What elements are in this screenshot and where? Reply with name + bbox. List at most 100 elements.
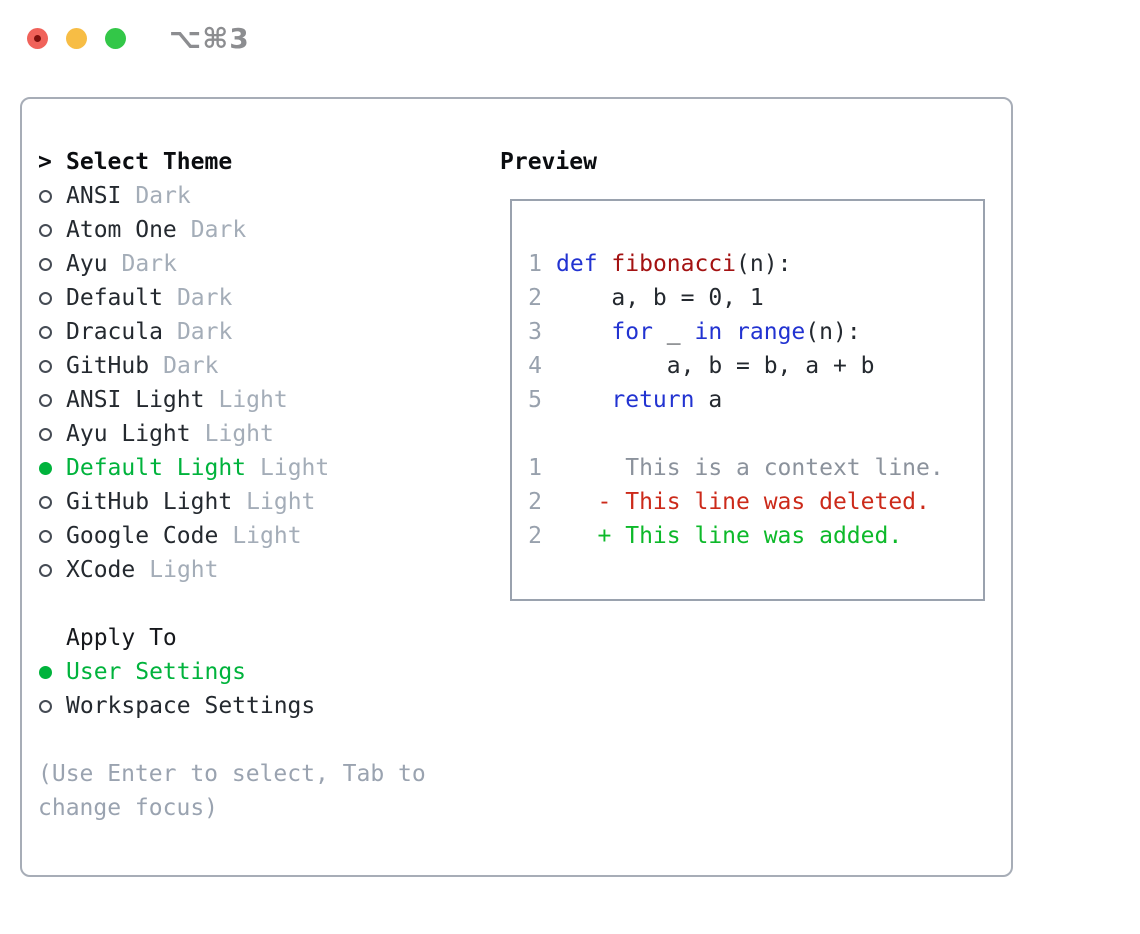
theme-name: ANSI Light <box>66 387 205 413</box>
diff-line-row: 2 + This line was added. <box>528 519 983 553</box>
radio-icon <box>39 699 52 713</box>
apply-to-label: Workspace Settings <box>66 693 316 719</box>
line-number: 5 <box>528 387 542 413</box>
code-token: a <box>694 387 723 413</box>
theme-option[interactable]: XCode Light <box>38 553 500 587</box>
code-token: in <box>694 319 723 345</box>
theme-name: ANSI <box>66 183 122 209</box>
code-line-row: 4 a, b = b, a + b <box>528 349 983 383</box>
theme-variant: Light <box>232 523 302 549</box>
theme-name: Default <box>66 285 163 311</box>
traffic-light-zoom-icon[interactable] <box>105 27 126 49</box>
theme-option[interactable]: ANSI Light Light <box>38 383 500 417</box>
radio-icon <box>39 189 52 203</box>
code-token: (n): <box>736 251 792 277</box>
apply-to-title: Apply To <box>66 625 177 651</box>
line-number: 1 <box>528 251 542 277</box>
code-token <box>556 315 611 349</box>
selected-radio-icon <box>39 461 52 475</box>
code-token: for <box>611 319 653 345</box>
code-token <box>722 315 736 349</box>
code-token <box>598 247 612 281</box>
code-token: + This line was added. <box>556 523 903 549</box>
theme-name: XCode <box>66 557 136 583</box>
section-gap <box>38 587 500 621</box>
theme-variant: Dark <box>121 251 177 277</box>
theme-variant: Light <box>204 421 274 447</box>
code-token: (n): <box>805 319 861 345</box>
theme-variant: Light <box>149 557 219 583</box>
code-line-row: 3 for _ in range(n): <box>528 315 983 349</box>
code-token <box>556 383 611 417</box>
radio-icon <box>39 359 52 373</box>
radio-icon <box>39 427 52 441</box>
cursor-prefix-icon: > <box>38 149 52 175</box>
code-token: _ <box>652 319 695 345</box>
diff-line-row: 2 - This line was deleted. <box>528 485 983 519</box>
apply-to-option[interactable]: Workspace Settings <box>38 689 500 723</box>
theme-option[interactable]: Atom One Dark <box>38 213 500 247</box>
theme-option[interactable]: GitHub Dark <box>38 349 500 383</box>
theme-name: GitHub <box>66 353 150 379</box>
theme-option[interactable]: Ayu Dark <box>38 247 500 281</box>
line-number: 4 <box>528 353 542 379</box>
theme-name: Ayu Light <box>66 421 191 447</box>
line-number: 2 <box>528 285 542 311</box>
traffic-light-minimize-icon[interactable] <box>66 27 87 49</box>
code-token: fibonacci <box>611 251 737 277</box>
theme-name: Atom One <box>66 217 177 243</box>
apply-to-header-row: Apply To <box>38 621 500 655</box>
theme-variant: Light <box>260 455 330 481</box>
apply-to-label: User Settings <box>66 659 247 685</box>
code-diff-gap <box>528 417 983 451</box>
theme-variant: Dark <box>190 217 247 243</box>
radio-icon <box>39 563 52 577</box>
theme-option[interactable]: Google Code Light <box>38 519 500 553</box>
code-token: return <box>611 387 695 413</box>
theme-variant: Light <box>246 489 316 515</box>
code-line-row: 2 a, b = 0, 1 <box>528 281 983 315</box>
theme-variant: Light <box>218 387 288 413</box>
code-token: def <box>556 251 598 277</box>
code-token: a, b = 0, 1 <box>556 285 764 311</box>
selected-radio-icon <box>39 665 52 679</box>
preview-title: Preview <box>500 149 597 175</box>
radio-icon <box>39 393 52 407</box>
theme-option[interactable]: Ayu Light Light <box>38 417 500 451</box>
theme-name: Ayu <box>66 251 108 277</box>
code-line-row: 5 return a <box>528 383 983 417</box>
apply-to-option[interactable]: User Settings <box>38 655 500 689</box>
code-line-row: 1 def fibonacci(n): <box>528 247 983 281</box>
code-token: This is a context line. <box>556 455 944 481</box>
traffic-light-close-icon[interactable] <box>27 27 48 49</box>
theme-list-title: Select Theme <box>66 149 233 175</box>
radio-icon <box>39 223 52 237</box>
theme-variant: Dark <box>163 353 219 379</box>
theme-name: GitHub Light <box>66 489 233 515</box>
diff-line-row: 1 This is a context line. <box>528 451 983 485</box>
theme-option[interactable]: GitHub Light Light <box>38 485 500 519</box>
theme-variant: Dark <box>176 319 233 345</box>
code-token: - This line was deleted. <box>556 489 930 515</box>
line-number: 2 <box>528 489 542 515</box>
line-number: 3 <box>528 319 542 345</box>
line-number: 1 <box>528 455 542 481</box>
code-token: range <box>736 319 806 345</box>
code-token: a, b = b, a + b <box>556 353 875 379</box>
titlebar: ⌥⌘3 <box>0 0 1140 76</box>
radio-icon <box>39 495 52 509</box>
theme-name: Google Code <box>66 523 219 549</box>
theme-list-header: > Select Theme <box>38 145 500 179</box>
radio-icon <box>39 325 52 339</box>
hint-text: (Use Enter to select, Tab to change focu… <box>38 761 426 821</box>
